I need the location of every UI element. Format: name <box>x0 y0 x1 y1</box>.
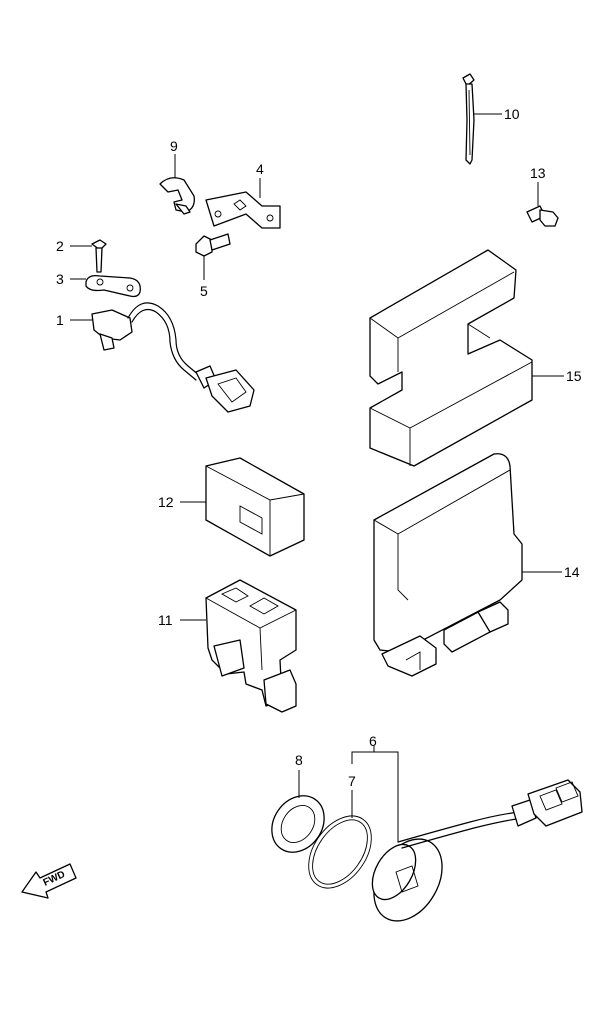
callout-3: 3 <box>56 271 64 287</box>
bracket-part-4 <box>205 191 281 229</box>
callout-10: 10 <box>504 106 520 122</box>
plate-part-3 <box>85 274 141 298</box>
callout-6: 6 <box>369 733 377 749</box>
module-part-11 <box>205 579 297 713</box>
connector-part-6 <box>371 779 583 922</box>
callout-2: 2 <box>56 238 64 254</box>
o-ring-part-7 <box>308 815 372 889</box>
bolt-part-5 <box>195 233 231 257</box>
sensor-part-1 <box>91 302 255 413</box>
cover-part-15 <box>369 249 533 467</box>
callout-5: 5 <box>200 283 208 299</box>
cable-tie-part-10 <box>462 73 475 165</box>
callout-9: 9 <box>170 138 178 154</box>
callout-11: 11 <box>158 612 173 628</box>
callout-8: 8 <box>295 752 303 768</box>
holder-part-12 <box>205 457 305 557</box>
ecu-part-14 <box>373 453 523 677</box>
bolt-part-13 <box>526 205 559 227</box>
callout-15: 15 <box>566 368 582 384</box>
leader-6 <box>351 746 399 842</box>
callout-7: 7 <box>348 773 356 789</box>
callout-4: 4 <box>256 161 264 177</box>
screw-part-2 <box>91 239 107 273</box>
callout-13: 13 <box>530 165 546 181</box>
nut-ring-part-8 <box>271 795 325 853</box>
clamp-part-9 <box>159 177 195 215</box>
callout-12: 12 <box>158 494 174 510</box>
callout-14: 14 <box>564 564 580 580</box>
fwd-arrow: FWD <box>21 863 77 899</box>
callout-1: 1 <box>56 312 64 328</box>
